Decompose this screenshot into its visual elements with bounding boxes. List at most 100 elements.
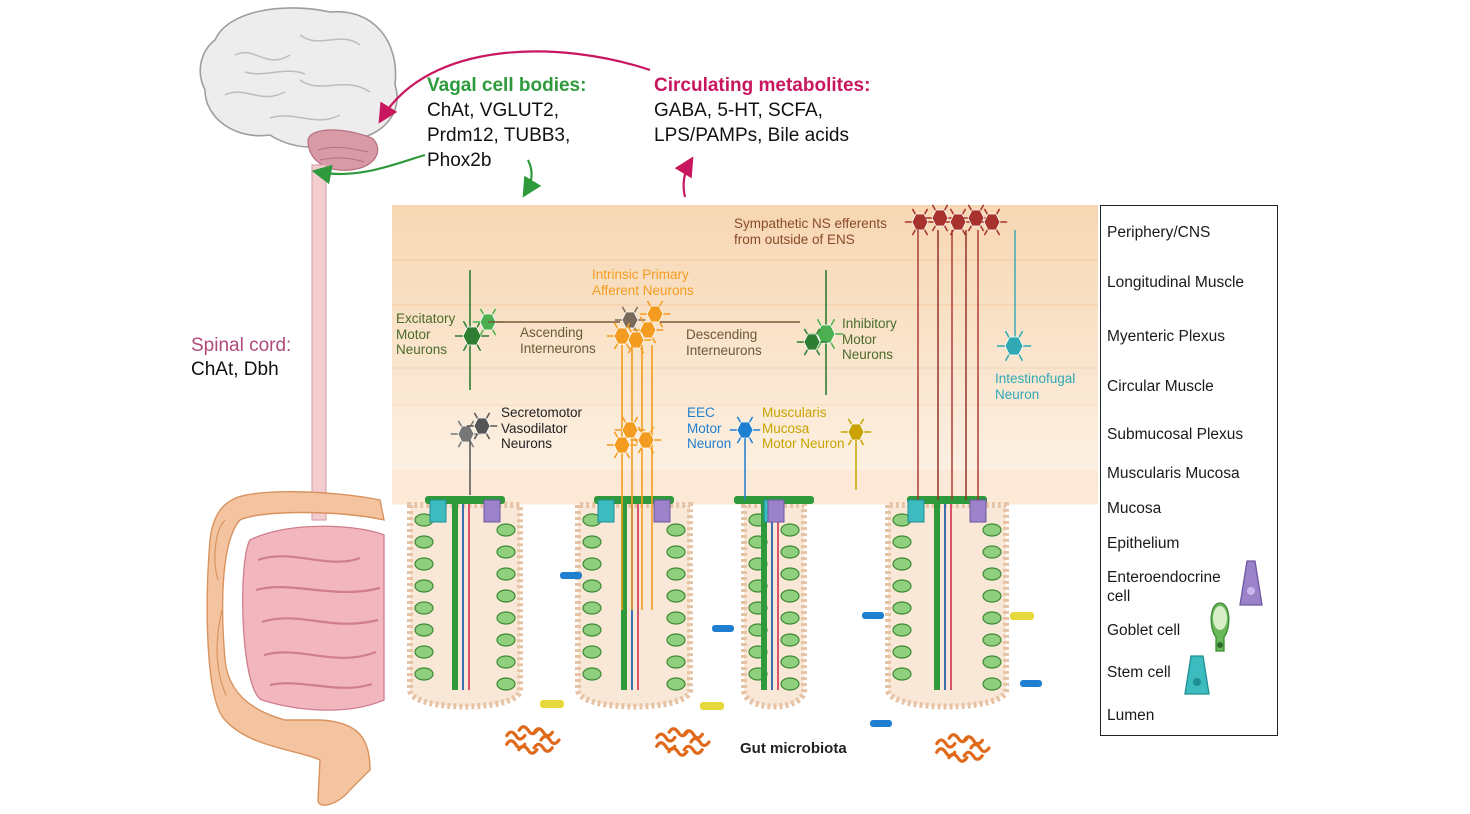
goblet-cell [982, 589, 1002, 603]
legend-item-enteroendocrine: Enteroendocrine cell [1107, 569, 1221, 605]
metabolites-to-brain-arrow [378, 50, 651, 124]
stem-cell [597, 499, 615, 523]
goblet-cell [414, 579, 434, 593]
vagal-title: Vagal cell bodies: [427, 75, 587, 96]
metabolites-list-2: LPS/PAMPs, Bile acids [654, 125, 850, 146]
goblet-cell [666, 523, 686, 537]
goblet-cell [892, 601, 912, 615]
bacterium [1010, 612, 1034, 620]
goblet-cell [496, 633, 516, 647]
goblet-cell [582, 645, 602, 659]
goblet-cell [496, 655, 516, 669]
goblet-cell [780, 567, 800, 581]
legend-item-stem: Stem cell [1107, 664, 1171, 681]
villus [885, 502, 1009, 710]
goblet-cell [982, 545, 1002, 559]
sympathetic-neuron [976, 208, 1008, 236]
goblet-cell [666, 611, 686, 625]
microbiota-cluster [505, 725, 561, 755]
goblet-cell [780, 633, 800, 647]
brain-to-vagal-arrow [311, 153, 426, 185]
vagal-markers-3: Phox2b [427, 150, 492, 171]
ipan-neuron [606, 322, 638, 350]
ipan-neuron [606, 431, 638, 459]
inhibitory-label: Inhibitory Motor Neurons [842, 316, 897, 362]
goblet-cell [982, 677, 1002, 691]
goblet-cell [414, 557, 434, 571]
goblet-cell [780, 655, 800, 669]
goblet-cell [666, 567, 686, 581]
ipan-neuron [639, 300, 671, 328]
goblet-cell [982, 633, 1002, 647]
intestinofugal-neuron [996, 330, 1032, 362]
goblet-cell [496, 611, 516, 625]
stem-cell [907, 499, 925, 523]
goblet-cell [496, 545, 516, 559]
enteroendocrine-cell [767, 499, 785, 523]
goblet-cell [892, 557, 912, 571]
bacterium [560, 572, 582, 579]
goblet-cell [780, 545, 800, 559]
spinal-cord-title: Spinal cord: [191, 335, 292, 356]
legend-item-submucosal-plexus: Submucosal Plexus [1107, 426, 1244, 443]
bacterium [700, 702, 724, 710]
goblet-cell [666, 633, 686, 647]
gut-microbiota [505, 725, 991, 763]
goblet-cell [982, 611, 1002, 625]
goblet-cell [780, 677, 800, 691]
legend-item-mucosa: Mucosa [1107, 500, 1162, 517]
goblet-cell [780, 611, 800, 625]
enteroendocrine-cell-icon [1239, 560, 1263, 606]
bacterium [1020, 680, 1042, 687]
excitatory-neuron [454, 320, 490, 352]
descending-label: Descending Interneurons [686, 327, 762, 358]
villus [575, 502, 693, 710]
vagal-markers-1: ChAt, VGLUT2, [427, 100, 559, 121]
goblet-cell [666, 589, 686, 603]
villi [407, 496, 1042, 727]
goblet-cell [892, 623, 912, 637]
eec-motor-neuron [729, 416, 761, 444]
mucosa-bar [907, 496, 987, 504]
goblet-cell [496, 589, 516, 603]
microbiota-cluster [935, 733, 991, 763]
intestines [206, 491, 385, 806]
bacterium [712, 625, 734, 632]
goblet-cell [496, 523, 516, 537]
ipan-neuron [614, 306, 646, 334]
goblet-cell [582, 623, 602, 637]
goblet-cell [982, 523, 1002, 537]
stem-cell [429, 499, 447, 523]
bacterium [870, 720, 892, 727]
goblet-cell [666, 677, 686, 691]
legend-item-lumen: Lumen [1107, 707, 1155, 724]
goblet-cell [666, 545, 686, 559]
goblet-cell [582, 667, 602, 681]
metabolites-list-1: GABA, 5-HT, SCFA, [654, 100, 823, 121]
enteroendocrine-cell [969, 499, 987, 523]
goblet-cell [982, 655, 1002, 669]
mm-motor-label: Muscularis Mucosa Motor Neuron [762, 405, 845, 451]
goblet-cell [666, 655, 686, 669]
legend-item-circular-muscle: Circular Muscle [1107, 378, 1214, 395]
bacterium [540, 700, 564, 708]
ipan-neuron [630, 426, 662, 454]
stem-cell-icon [1184, 655, 1210, 695]
goblet-cell [414, 645, 434, 659]
goblet-cell [582, 535, 602, 549]
goblet-cell [892, 645, 912, 659]
goblet-cell [414, 601, 434, 615]
excitatory-label: Excitatory Motor Neurons [396, 311, 456, 357]
brain [199, 7, 398, 171]
goblet-cell [496, 567, 516, 581]
goblet-cell [982, 567, 1002, 581]
goblet-cell-icon [1210, 602, 1230, 652]
secretomotor-neuron [466, 412, 498, 440]
inhibitory-neuron [796, 328, 828, 356]
bacterium [862, 612, 884, 619]
legend-item-goblet: Goblet cell [1107, 622, 1181, 639]
goblet-cell [892, 579, 912, 593]
goblet-cell [414, 535, 434, 549]
